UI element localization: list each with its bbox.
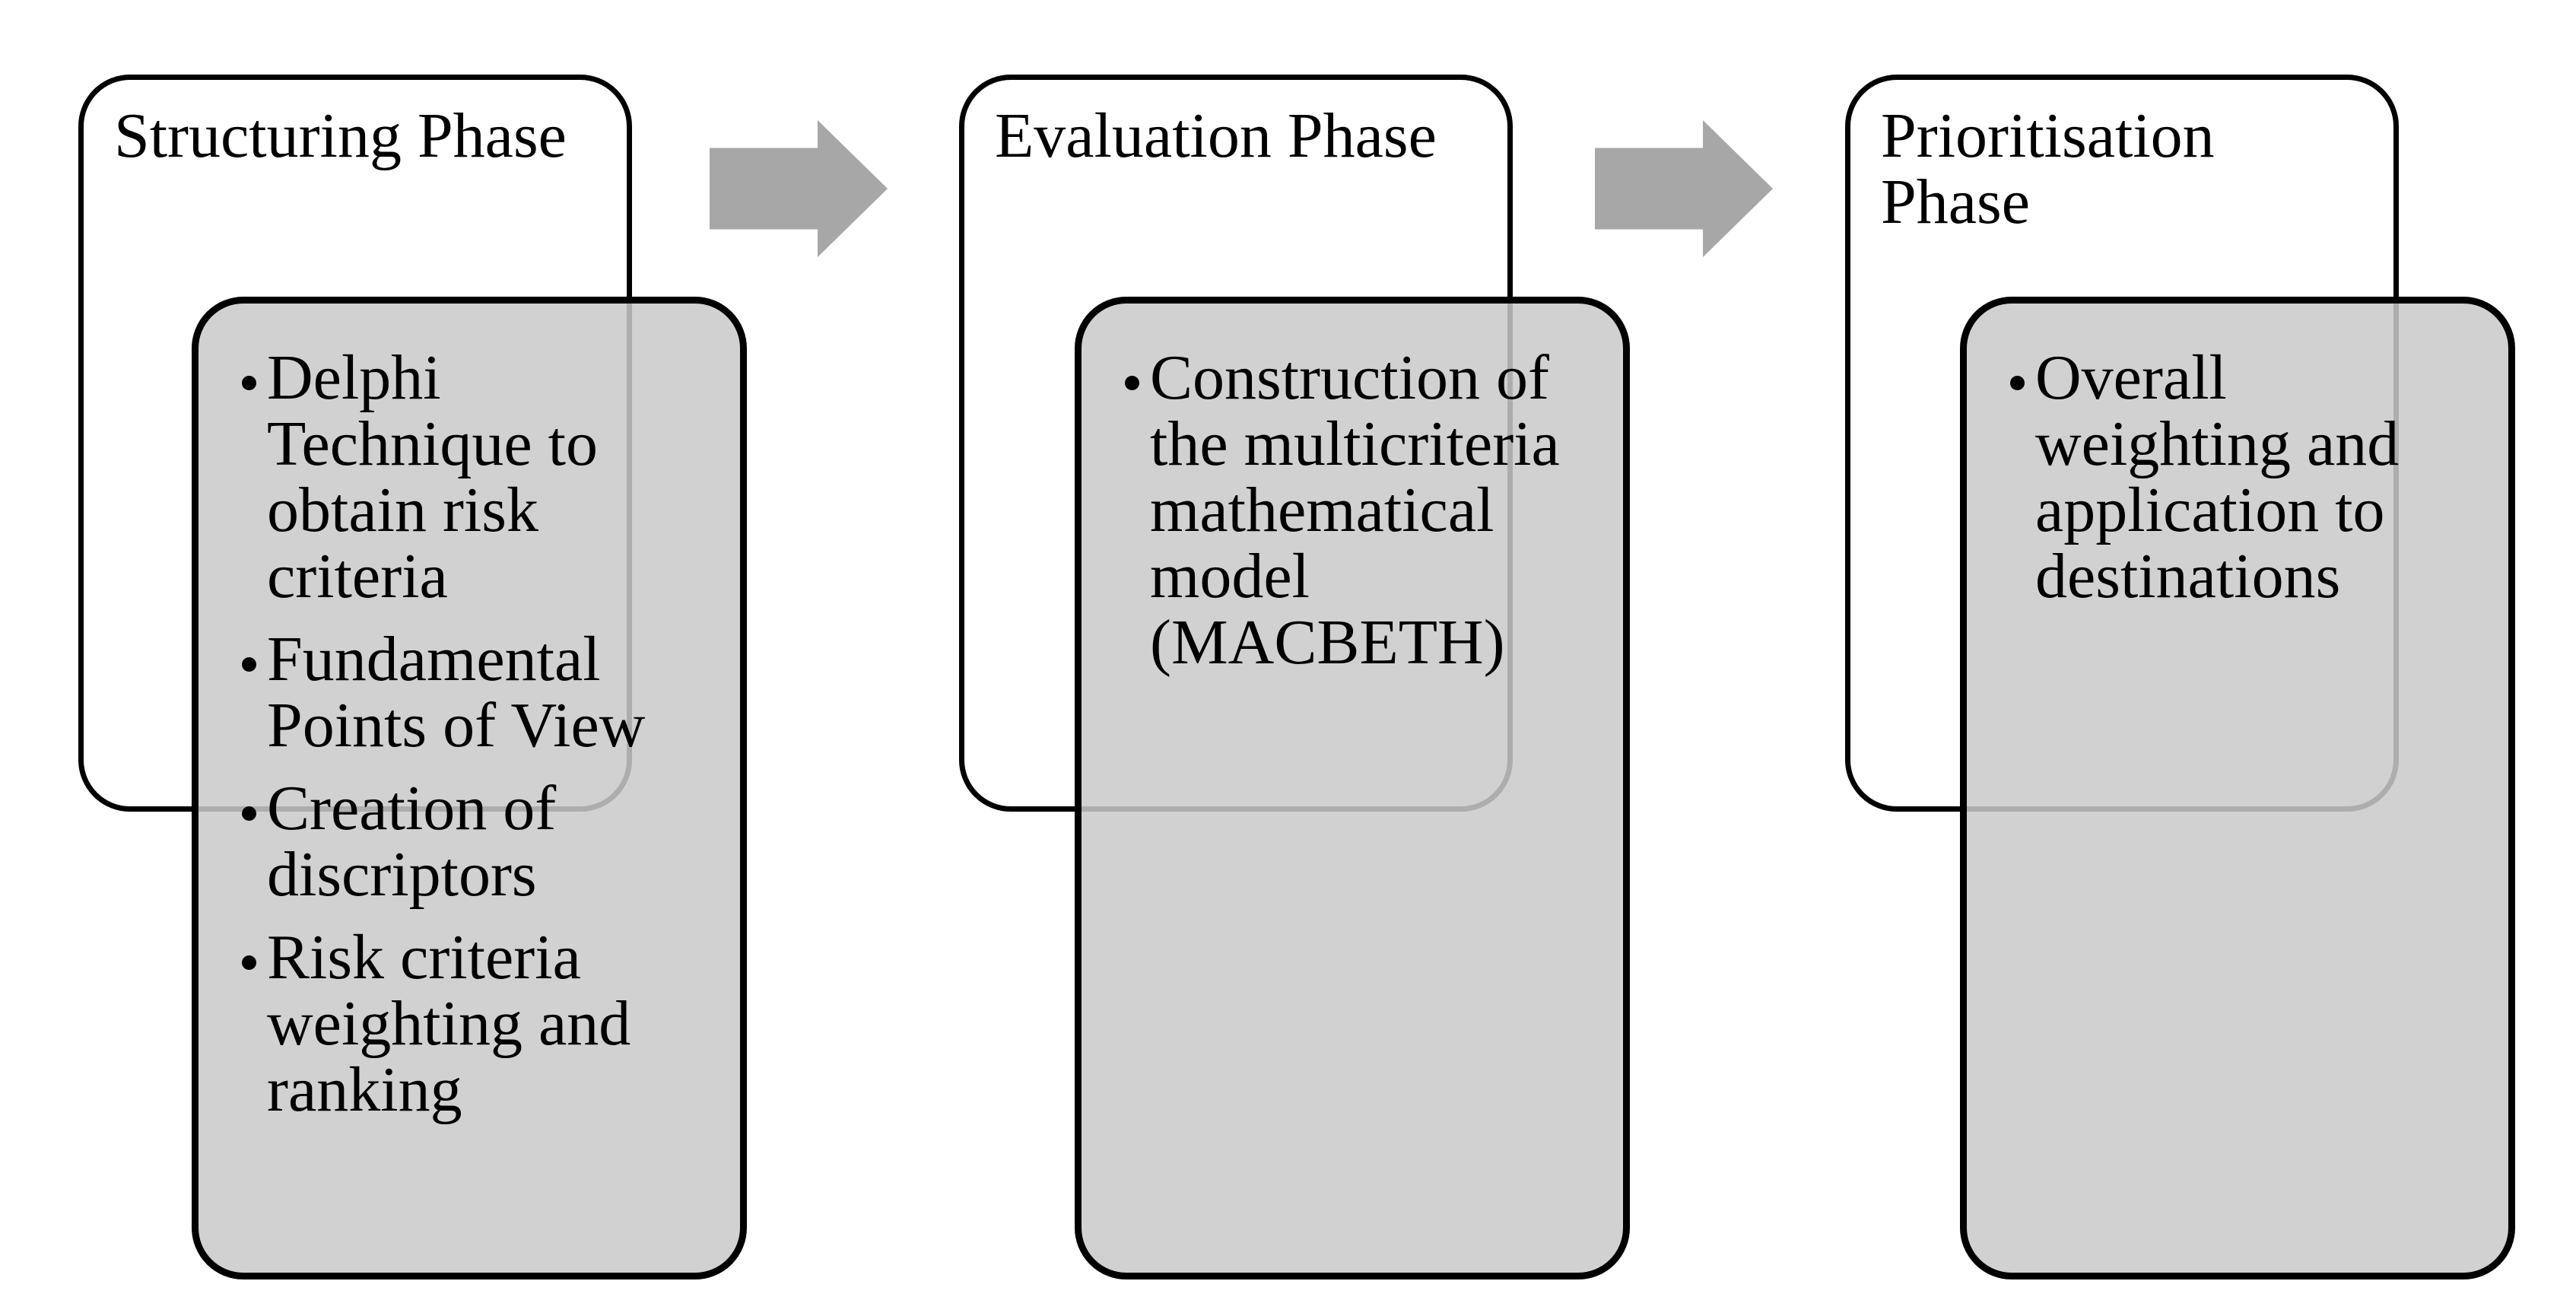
bullet-text: Fundamental Points of View (267, 624, 646, 761)
task-panel-evaluation: Construction of the multicriteria mathem… (1075, 297, 1630, 1279)
right-arrow-icon (710, 120, 888, 257)
bullet-dot-icon (2010, 376, 2025, 390)
bullet-dot-icon (242, 376, 256, 390)
bullet-text: Delphi Technique to obtain risk criteria (267, 342, 598, 612)
phase-title: Prioritisation Phase (1881, 100, 2215, 237)
phase-title: Evaluation Phase (995, 100, 1437, 171)
task-panel-structuring: Delphi Technique to obtain risk criteria… (192, 297, 747, 1279)
bullet-text: Construction of the multicriteria mathem… (1150, 342, 1560, 678)
bullet-text: Overall weighting and application to des… (2035, 342, 2400, 612)
bullet-item: Fundamental Points of View (242, 626, 719, 758)
bullet-item: Delphi Technique to obtain risk criteria (242, 345, 719, 609)
bullet-dot-icon (1125, 376, 1139, 390)
bullet-item: Overall weighting and application to des… (2010, 345, 2487, 609)
phase-title: Structuring Phase (114, 100, 567, 171)
task-panel-prioritisation: Overall weighting and application to des… (1960, 297, 2515, 1279)
bullet-text: Risk criteria weighting and ranking (267, 922, 631, 1125)
bullet-item: Risk criteria weighting and ranking (242, 924, 719, 1123)
bullet-text: Creation of discriptors (267, 773, 557, 910)
bullet-dot-icon (242, 806, 256, 821)
right-arrow-icon (1595, 120, 1773, 257)
bullet-item: Creation of discriptors (242, 775, 719, 908)
bullet-dot-icon (242, 657, 256, 672)
bullet-item: Construction of the multicriteria mathem… (1125, 345, 1602, 675)
bullet-dot-icon (242, 955, 256, 970)
